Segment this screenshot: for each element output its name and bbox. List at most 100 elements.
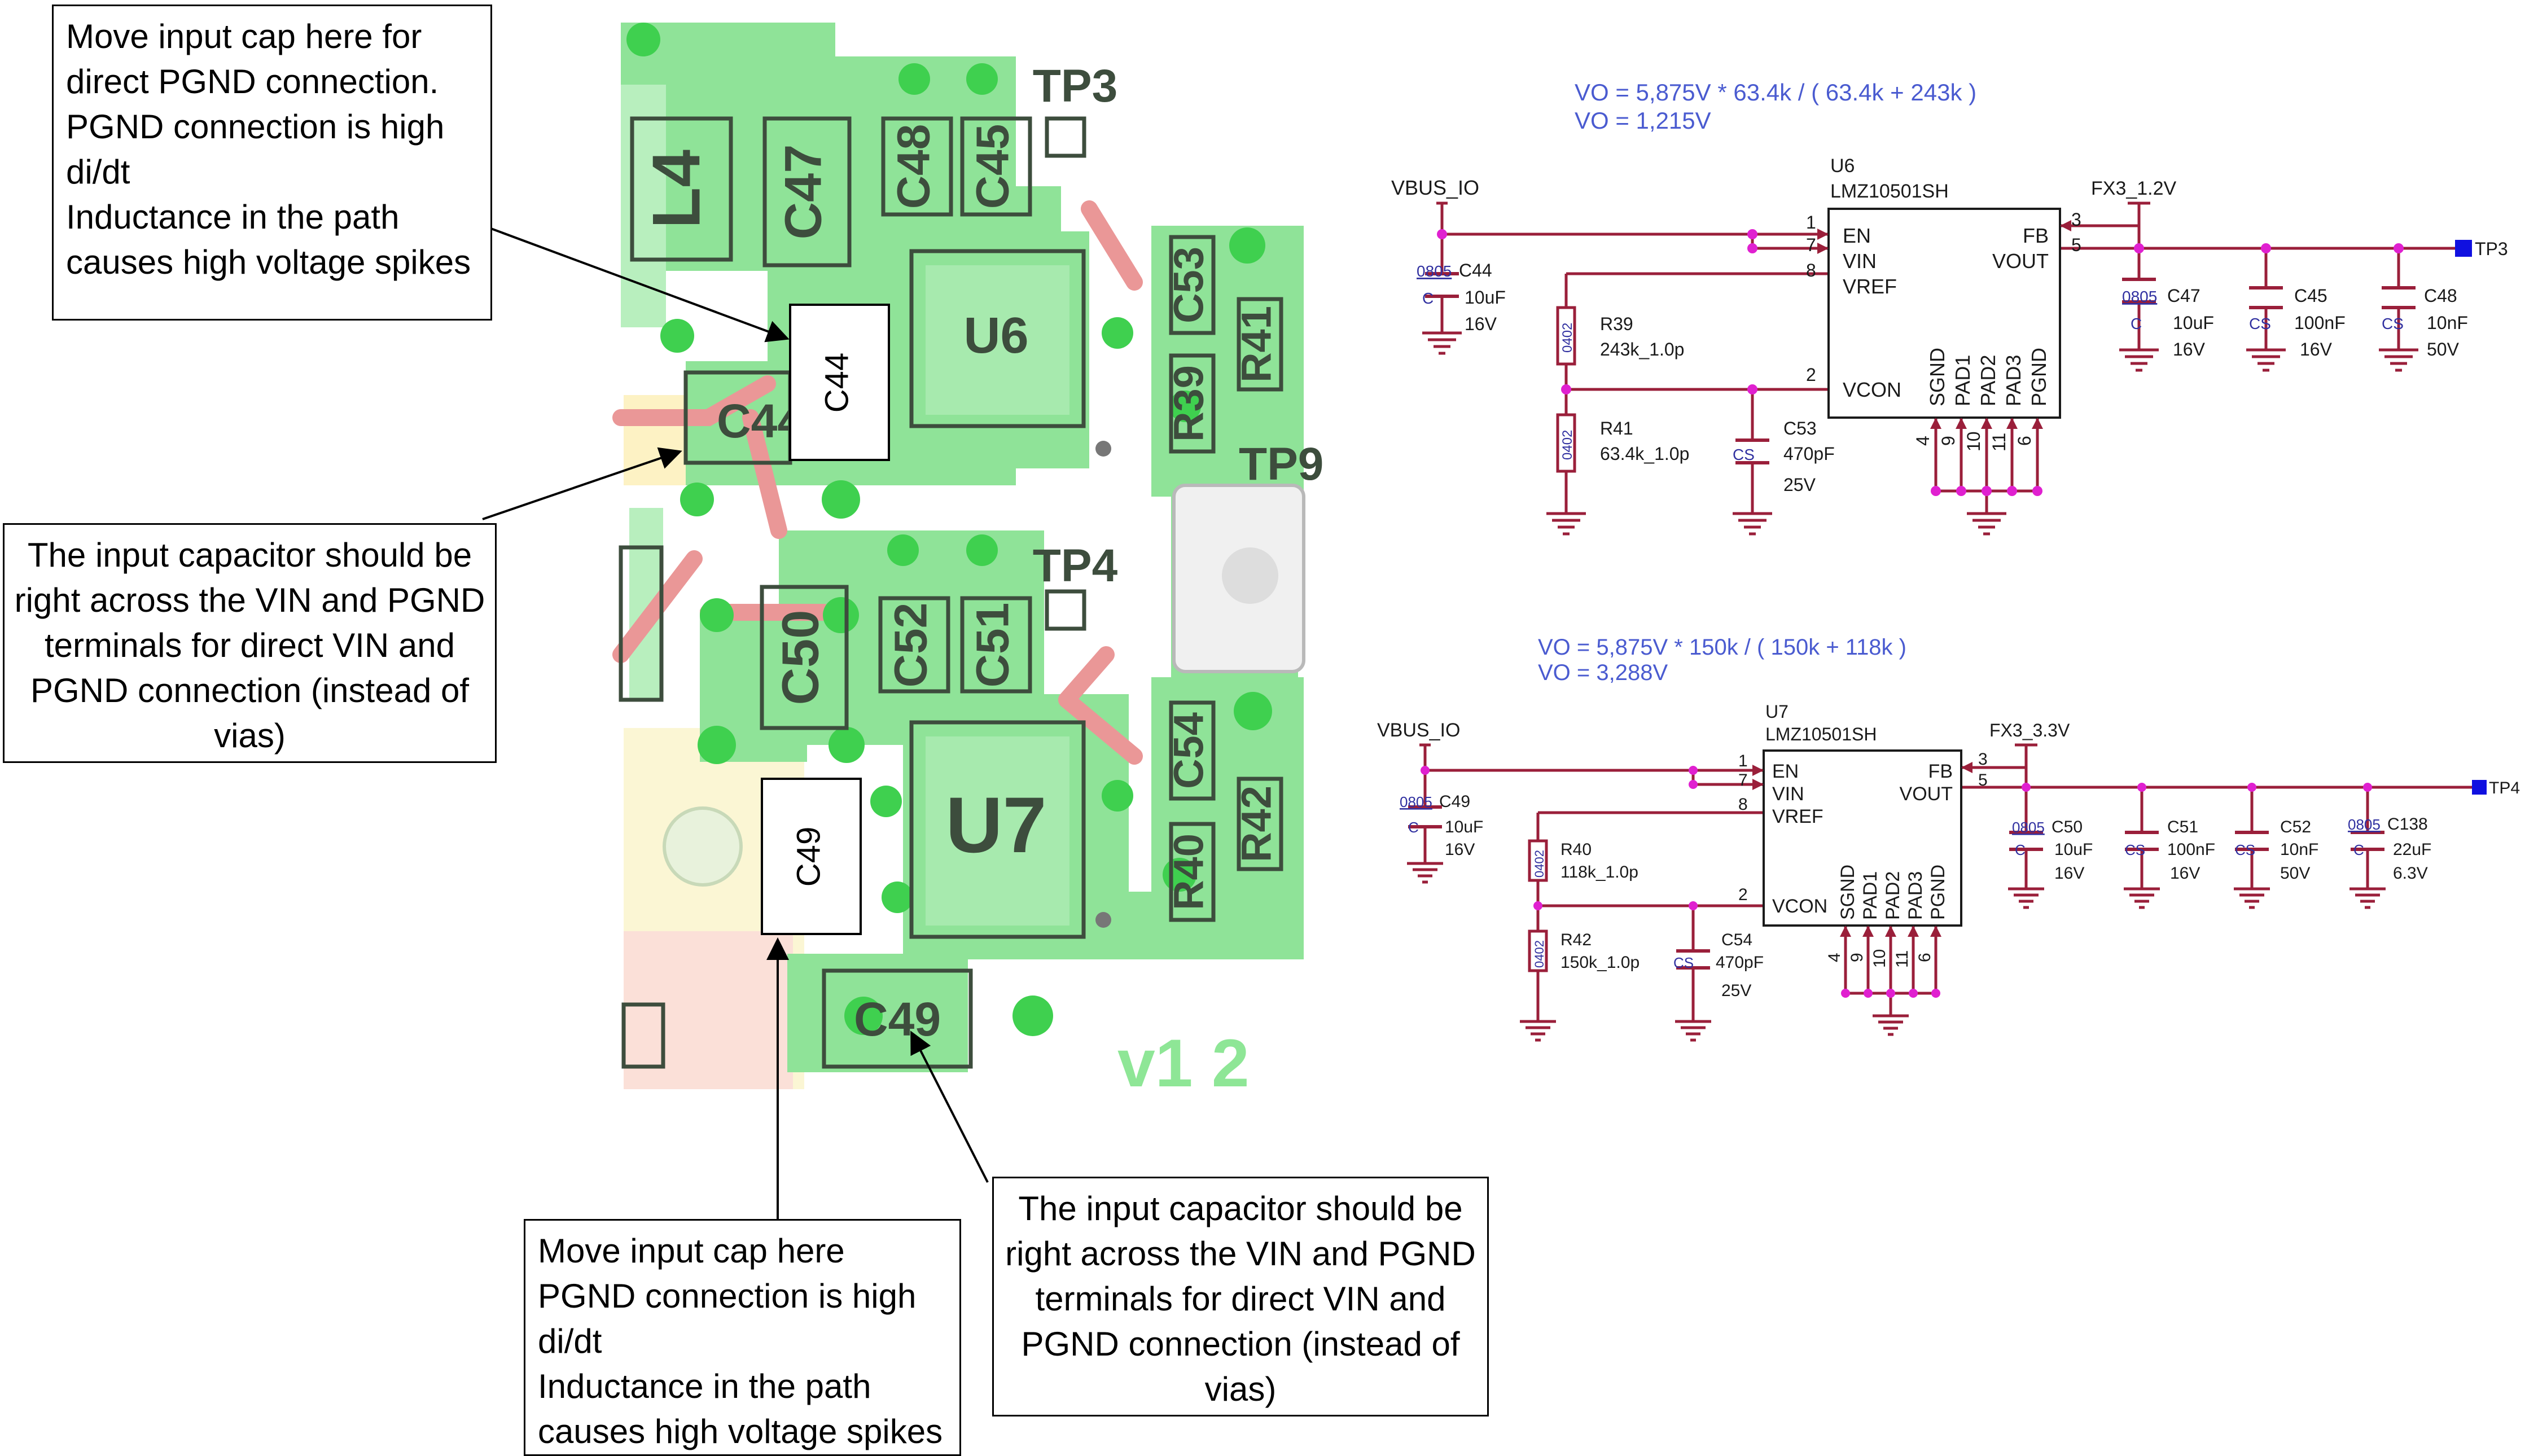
c49-voltage: 16V [1445,840,1475,859]
note-line: Move input cap here for [66,17,422,55]
c51-type: CS [2125,841,2145,858]
pin-vref-u7: VREF [1772,806,1823,827]
c44-type: C [1422,290,1434,307]
tp9-pad-center [1222,547,1278,604]
r40-value: 118k_1.0p [1561,863,1638,882]
note-line: PGND connection is high [538,1277,917,1315]
pin-sgnd-u6: SGND [1926,348,1949,406]
pin-num-3-u6: 3 [2071,209,2081,230]
r39-ref: R39 [1600,314,1633,334]
formula-bottom-1: VO = 5,875V * 150k / ( 150k + 118k ) [1538,635,1906,660]
pcb-label-r42: R42 [1233,786,1280,862]
ic-inner-marks [926,265,1069,926]
pin-fb-u7: FB [1928,761,1953,782]
pin-vin-u7: VIN [1772,783,1804,805]
c45-ref: C45 [2294,286,2327,306]
note-line: terminals for direct VIN and [45,626,455,664]
pin-num-9-u7: 9 [1848,953,1866,962]
pin-pad3-u7: PAD3 [1905,871,1926,920]
r41-value: 63.4k_1.0p [1600,444,1689,464]
schematic-bottom: VO = 5,875V * 150k / ( 150k + 118k ) VO … [1377,635,2520,1042]
c48-value: 10nF [2427,313,2468,333]
pin-vcon-u7: VCON [1772,896,1827,917]
note-line: The input capacitor should be [1018,1190,1463,1227]
pin-num-2-u6: 2 [1806,365,1816,385]
note-line: Inductance in the path [66,198,400,236]
arrow-top-left [490,227,790,343]
pcb-label-c45: C45 [967,124,1019,209]
c50-value: 10uF [2054,840,2093,859]
pcb-label-c51: C51 [967,603,1019,687]
pin-num-5-u7: 5 [1978,771,1988,790]
c51-ref: C51 [2167,818,2198,836]
pin-fb-u6: FB [2023,224,2049,247]
note-line: Move input cap here [538,1232,845,1270]
pin-pad2-u6: PAD2 [1976,355,2000,406]
c47-value: 10uF [2173,313,2214,333]
net-vbus-top: VBUS_IO [1391,176,1479,199]
c45-voltage: 16V [2300,339,2333,359]
pin-pad1-u6: PAD1 [1951,355,1974,406]
c54-ref: C54 [1721,931,1752,949]
c47-ref: C47 [2167,286,2201,306]
pcb-label-r40: R40 [1165,834,1212,910]
pcb-label-c48: C48 [888,124,940,209]
ic-part-u7: LMZ10501SH [1765,724,1877,744]
arrow-mid-left [482,447,682,520]
c48-ref: C48 [2424,286,2457,306]
pin-vref-u6: VREF [1843,275,1897,298]
c53-voltage: 25V [1783,475,1816,495]
pin-num-6-u7: 6 [1915,953,1934,962]
note-line: di/dt [66,153,130,191]
c47-pkg: 0805 [2122,288,2157,305]
silkscreen-outlines [619,116,1283,1069]
c52-value: 10nF [2280,840,2318,859]
c138-pkg: 0805 [2348,816,2381,833]
r42-value: 150k_1.0p [1561,953,1640,972]
note-line: The input capacitor should be [27,536,472,574]
pin-num-10-u7: 10 [1870,949,1889,968]
note-line: direct PGND connection. [66,63,439,100]
note-line: di/dt [538,1322,602,1360]
pcb-pink-area [624,931,793,1089]
pcb-label-u6: U6 [963,308,1028,364]
note-line: PGND connection is high [66,108,445,146]
note-mid-left: The input capacitor should be right acro… [3,523,497,763]
pcb-label-c54: C54 [1165,712,1212,789]
pin-num-9-u6: 9 [1938,436,1958,446]
c49-type: C [1408,819,1419,836]
c138-type: C [2353,841,2364,858]
r39-value: 243k_1.0p [1600,339,1684,359]
pin-num-11-u7: 11 [1893,950,1912,968]
resistor-r40 [1528,839,1548,882]
note-line: causes high voltage spikes [66,243,471,281]
note-line: vias) [1204,1370,1277,1408]
pin-num-6-u6: 6 [2014,436,2035,446]
c52-type: CS [2235,841,2255,858]
c54-type: CS [1673,954,1694,971]
c50-ref: C50 [2052,818,2083,836]
c52-ref: C52 [2280,818,2311,836]
pcb-label-version: v1 2 [1117,1025,1250,1101]
ic-body-u7 [1763,749,1962,927]
c44-ref: C44 [1459,260,1492,280]
r39-pkg: 0402 [1560,323,1575,353]
note-line: terminals for direct VIN and [1035,1280,1446,1318]
r40-ref: R40 [1561,840,1592,859]
pcb-label-u7: U7 [946,780,1047,869]
pin-num-5-u6: 5 [2071,235,2081,255]
pcb-label-c52: C52 [886,603,937,687]
pin-num-10-u6: 10 [1963,431,1984,451]
pcb-label-tp9: TP9 [1239,438,1323,490]
pin-num-1-u7: 1 [1738,752,1748,770]
pcb-traces [612,200,1143,765]
note-bottom-right: The input capacitor should be right acro… [992,1177,1489,1416]
pin-sgnd-u7: SGND [1837,865,1858,920]
pin-vout-u7: VOUT [1900,783,1953,805]
c50-type: C [2015,841,2026,858]
c45-type: CS [2249,315,2271,332]
pin-num-7-u6: 7 [1806,235,1816,255]
